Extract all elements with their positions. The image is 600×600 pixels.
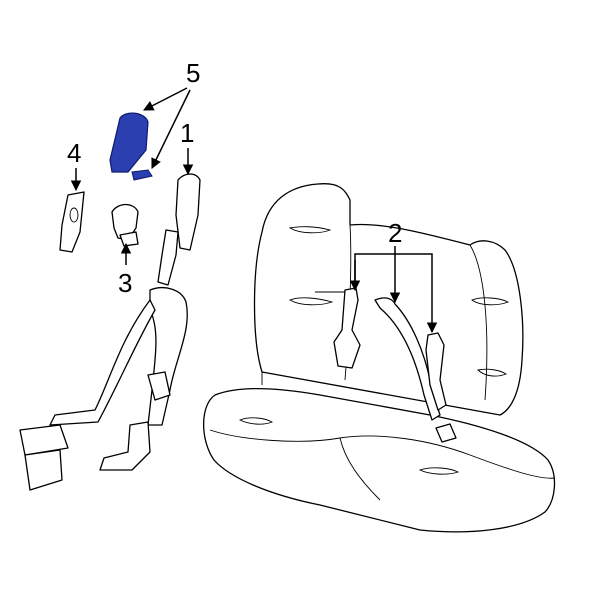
callout-3: 3	[118, 268, 132, 298]
part-1-seat-belt-retractor	[19, 173, 201, 491]
callout-5: 5	[186, 58, 200, 88]
part-3-guide	[111, 203, 139, 247]
part-5-guide-cover	[109, 112, 153, 181]
callout-4: 4	[67, 138, 81, 168]
callout-1: 1	[180, 118, 194, 148]
seat-cushion	[203, 387, 556, 533]
part-4-trim-cover	[59, 191, 85, 253]
part-2-buckle-assembly	[315, 287, 457, 443]
callout-2: 2	[388, 218, 402, 248]
callout-arrows	[70, 87, 438, 334]
